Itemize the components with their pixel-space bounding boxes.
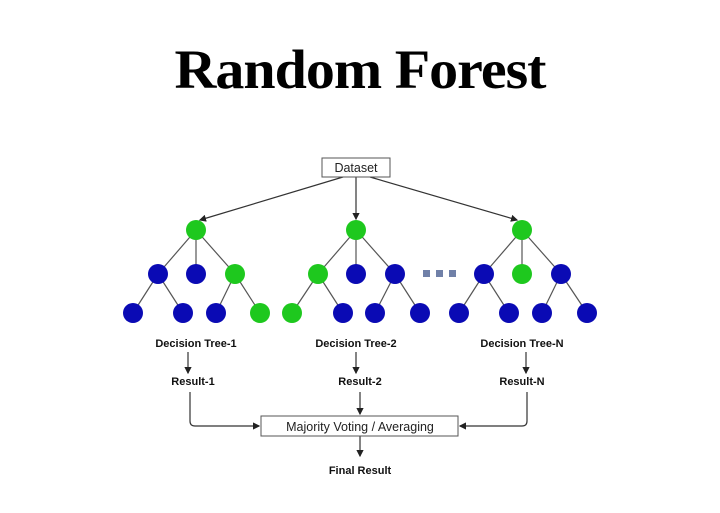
leaf-node [206, 303, 226, 323]
tree-label-n: Decision Tree-N [480, 338, 563, 350]
leaf-node [333, 303, 353, 323]
tree-label-1: Decision Tree-1 [155, 338, 236, 350]
diagram-title: Random Forest [174, 38, 547, 101]
dataset-label: Dataset [334, 161, 378, 175]
leaf-node [282, 303, 302, 323]
leaf-node [449, 303, 469, 323]
internal-node [148, 264, 168, 284]
result-label-2: Result-2 [338, 376, 381, 388]
result-to-aggregator-arrow-n [458, 392, 528, 430]
root-node [186, 220, 206, 240]
internal-node [346, 264, 366, 284]
dataset-arrow-1 [198, 176, 344, 222]
leaf-node [173, 303, 193, 323]
result-label-n: Result-N [499, 376, 544, 388]
leaf-node [499, 303, 519, 323]
ellipsis-dot [423, 270, 430, 277]
leaf-node [250, 303, 270, 323]
leaf-node [577, 303, 597, 323]
internal-node [308, 264, 328, 284]
leaf-node [365, 303, 385, 323]
internal-node [225, 264, 245, 284]
internal-node [474, 264, 494, 284]
result-to-aggregator-arrow-1 [189, 392, 261, 430]
aggregator-box [260, 415, 459, 437]
root-node [346, 220, 366, 240]
ellipsis-dot [436, 270, 443, 277]
tree-label-2: Decision Tree-2 [315, 338, 396, 350]
dataset-box [321, 157, 391, 178]
root-node [512, 220, 532, 240]
result-label-1: Result-1 [171, 376, 214, 388]
internal-node [512, 264, 532, 284]
leaf-node [410, 303, 430, 323]
internal-node [186, 264, 206, 284]
leaf-node [532, 303, 552, 323]
internal-node [385, 264, 405, 284]
ellipsis-dot [449, 270, 456, 277]
internal-node [551, 264, 571, 284]
aggregator-label: Majority Voting / Averaging [286, 420, 434, 434]
final-result-label: Final Result [329, 465, 392, 477]
leaf-node [123, 303, 143, 323]
dataset-arrow-n [369, 176, 519, 222]
